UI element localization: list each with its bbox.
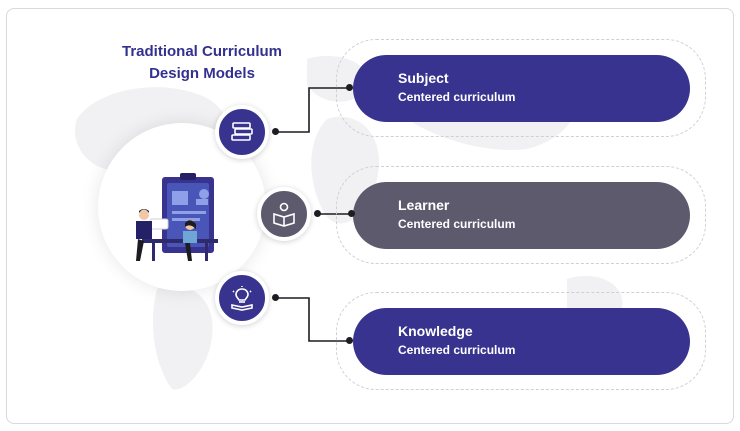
knowledge-subtitle: Centered curriculum [398, 343, 516, 357]
connector-subject [276, 87, 350, 133]
books-icon [231, 122, 253, 141]
lightbulb-book-icon-circle [215, 271, 269, 325]
subject-card: Subject Centered curriculum [353, 55, 690, 122]
learner-subtitle: Centered curriculum [398, 217, 516, 231]
teacher-student-meeting-illustration [136, 173, 218, 261]
diagram-title: Traditional Curriculum Design Models [103, 41, 301, 85]
knowledge-heading: Knowledge [398, 323, 473, 339]
connector-knowledge [276, 297, 350, 342]
knowledge-dashed-outline [336, 292, 706, 390]
learner-heading: Learner [398, 197, 450, 213]
knowledge-card: Knowledge Centered curriculum [353, 308, 690, 375]
title-line-2: Design Models [149, 65, 255, 82]
learner-card: Learner Centered curriculum [353, 182, 690, 249]
books-icon-circle [215, 105, 269, 159]
connector-dot [348, 210, 355, 217]
connector-dot [346, 337, 353, 344]
learner-dashed-outline [336, 166, 706, 264]
subject-dashed-outline [336, 39, 706, 137]
title-line-1: Traditional Curriculum [121, 43, 283, 60]
subject-heading: Subject [398, 70, 449, 86]
connector-dot [346, 84, 353, 91]
subject-subtitle: Centered curriculum [398, 90, 516, 104]
reading-person-icon-circle [257, 187, 311, 241]
lightbulb-book-icon [231, 286, 253, 311]
connector-dot [272, 294, 279, 301]
connector-dot [272, 128, 279, 135]
connector-dot [314, 210, 321, 217]
reading-person-icon [273, 202, 295, 227]
